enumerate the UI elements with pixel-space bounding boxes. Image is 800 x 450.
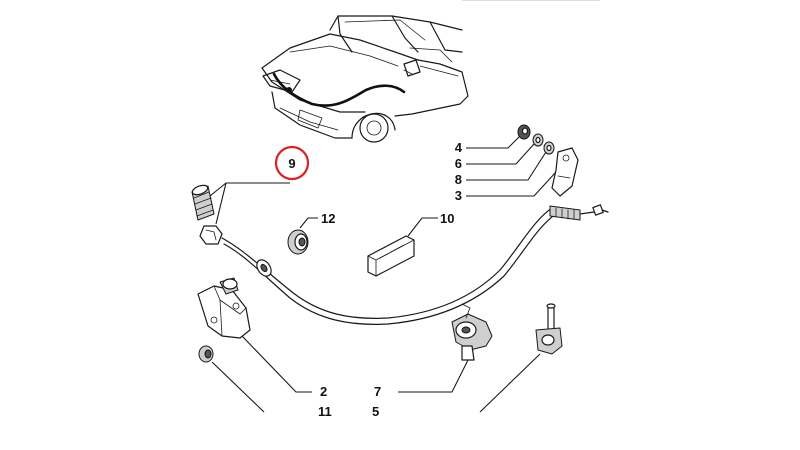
leader-9 bbox=[209, 182, 290, 197]
release-cable bbox=[199, 204, 609, 325]
callout-9: 9 bbox=[288, 156, 295, 171]
part-5-plunger bbox=[535, 303, 563, 355]
callout-5: 5 bbox=[372, 404, 379, 419]
leader-11 bbox=[211, 361, 265, 413]
callout-11: 11 bbox=[318, 404, 332, 419]
part-4-nut bbox=[517, 124, 531, 140]
part-10-handle bbox=[367, 235, 415, 277]
car-illustration bbox=[261, 15, 469, 143]
leader-4 bbox=[466, 135, 521, 149]
leader-7 bbox=[398, 359, 469, 393]
callout-12: 12 bbox=[321, 211, 335, 226]
part-9-boot bbox=[191, 184, 215, 221]
leader-5 bbox=[479, 353, 541, 413]
leader-6 bbox=[466, 143, 535, 165]
leader-10 bbox=[407, 217, 438, 237]
callout-10: 10 bbox=[440, 211, 454, 226]
leader-8 bbox=[466, 151, 547, 181]
leader-9-b bbox=[215, 182, 227, 225]
leader-2 bbox=[241, 335, 312, 393]
part-6-washer bbox=[532, 133, 544, 147]
part-8-washer bbox=[543, 141, 555, 155]
part-12-grommet bbox=[287, 229, 309, 255]
part-7-clip bbox=[451, 303, 493, 361]
callout-2: 2 bbox=[320, 384, 327, 399]
leader-12 bbox=[299, 217, 318, 229]
callout-6: 6 bbox=[455, 156, 462, 171]
part-2-bracket bbox=[197, 277, 251, 339]
callout-8: 8 bbox=[455, 172, 462, 187]
callout-4: 4 bbox=[455, 140, 463, 155]
part-11-grommet bbox=[198, 345, 214, 363]
leader-3 bbox=[466, 171, 557, 197]
callout-7: 7 bbox=[374, 384, 381, 399]
callout-3: 3 bbox=[455, 188, 462, 203]
highlight-circle bbox=[274, 145, 310, 181]
